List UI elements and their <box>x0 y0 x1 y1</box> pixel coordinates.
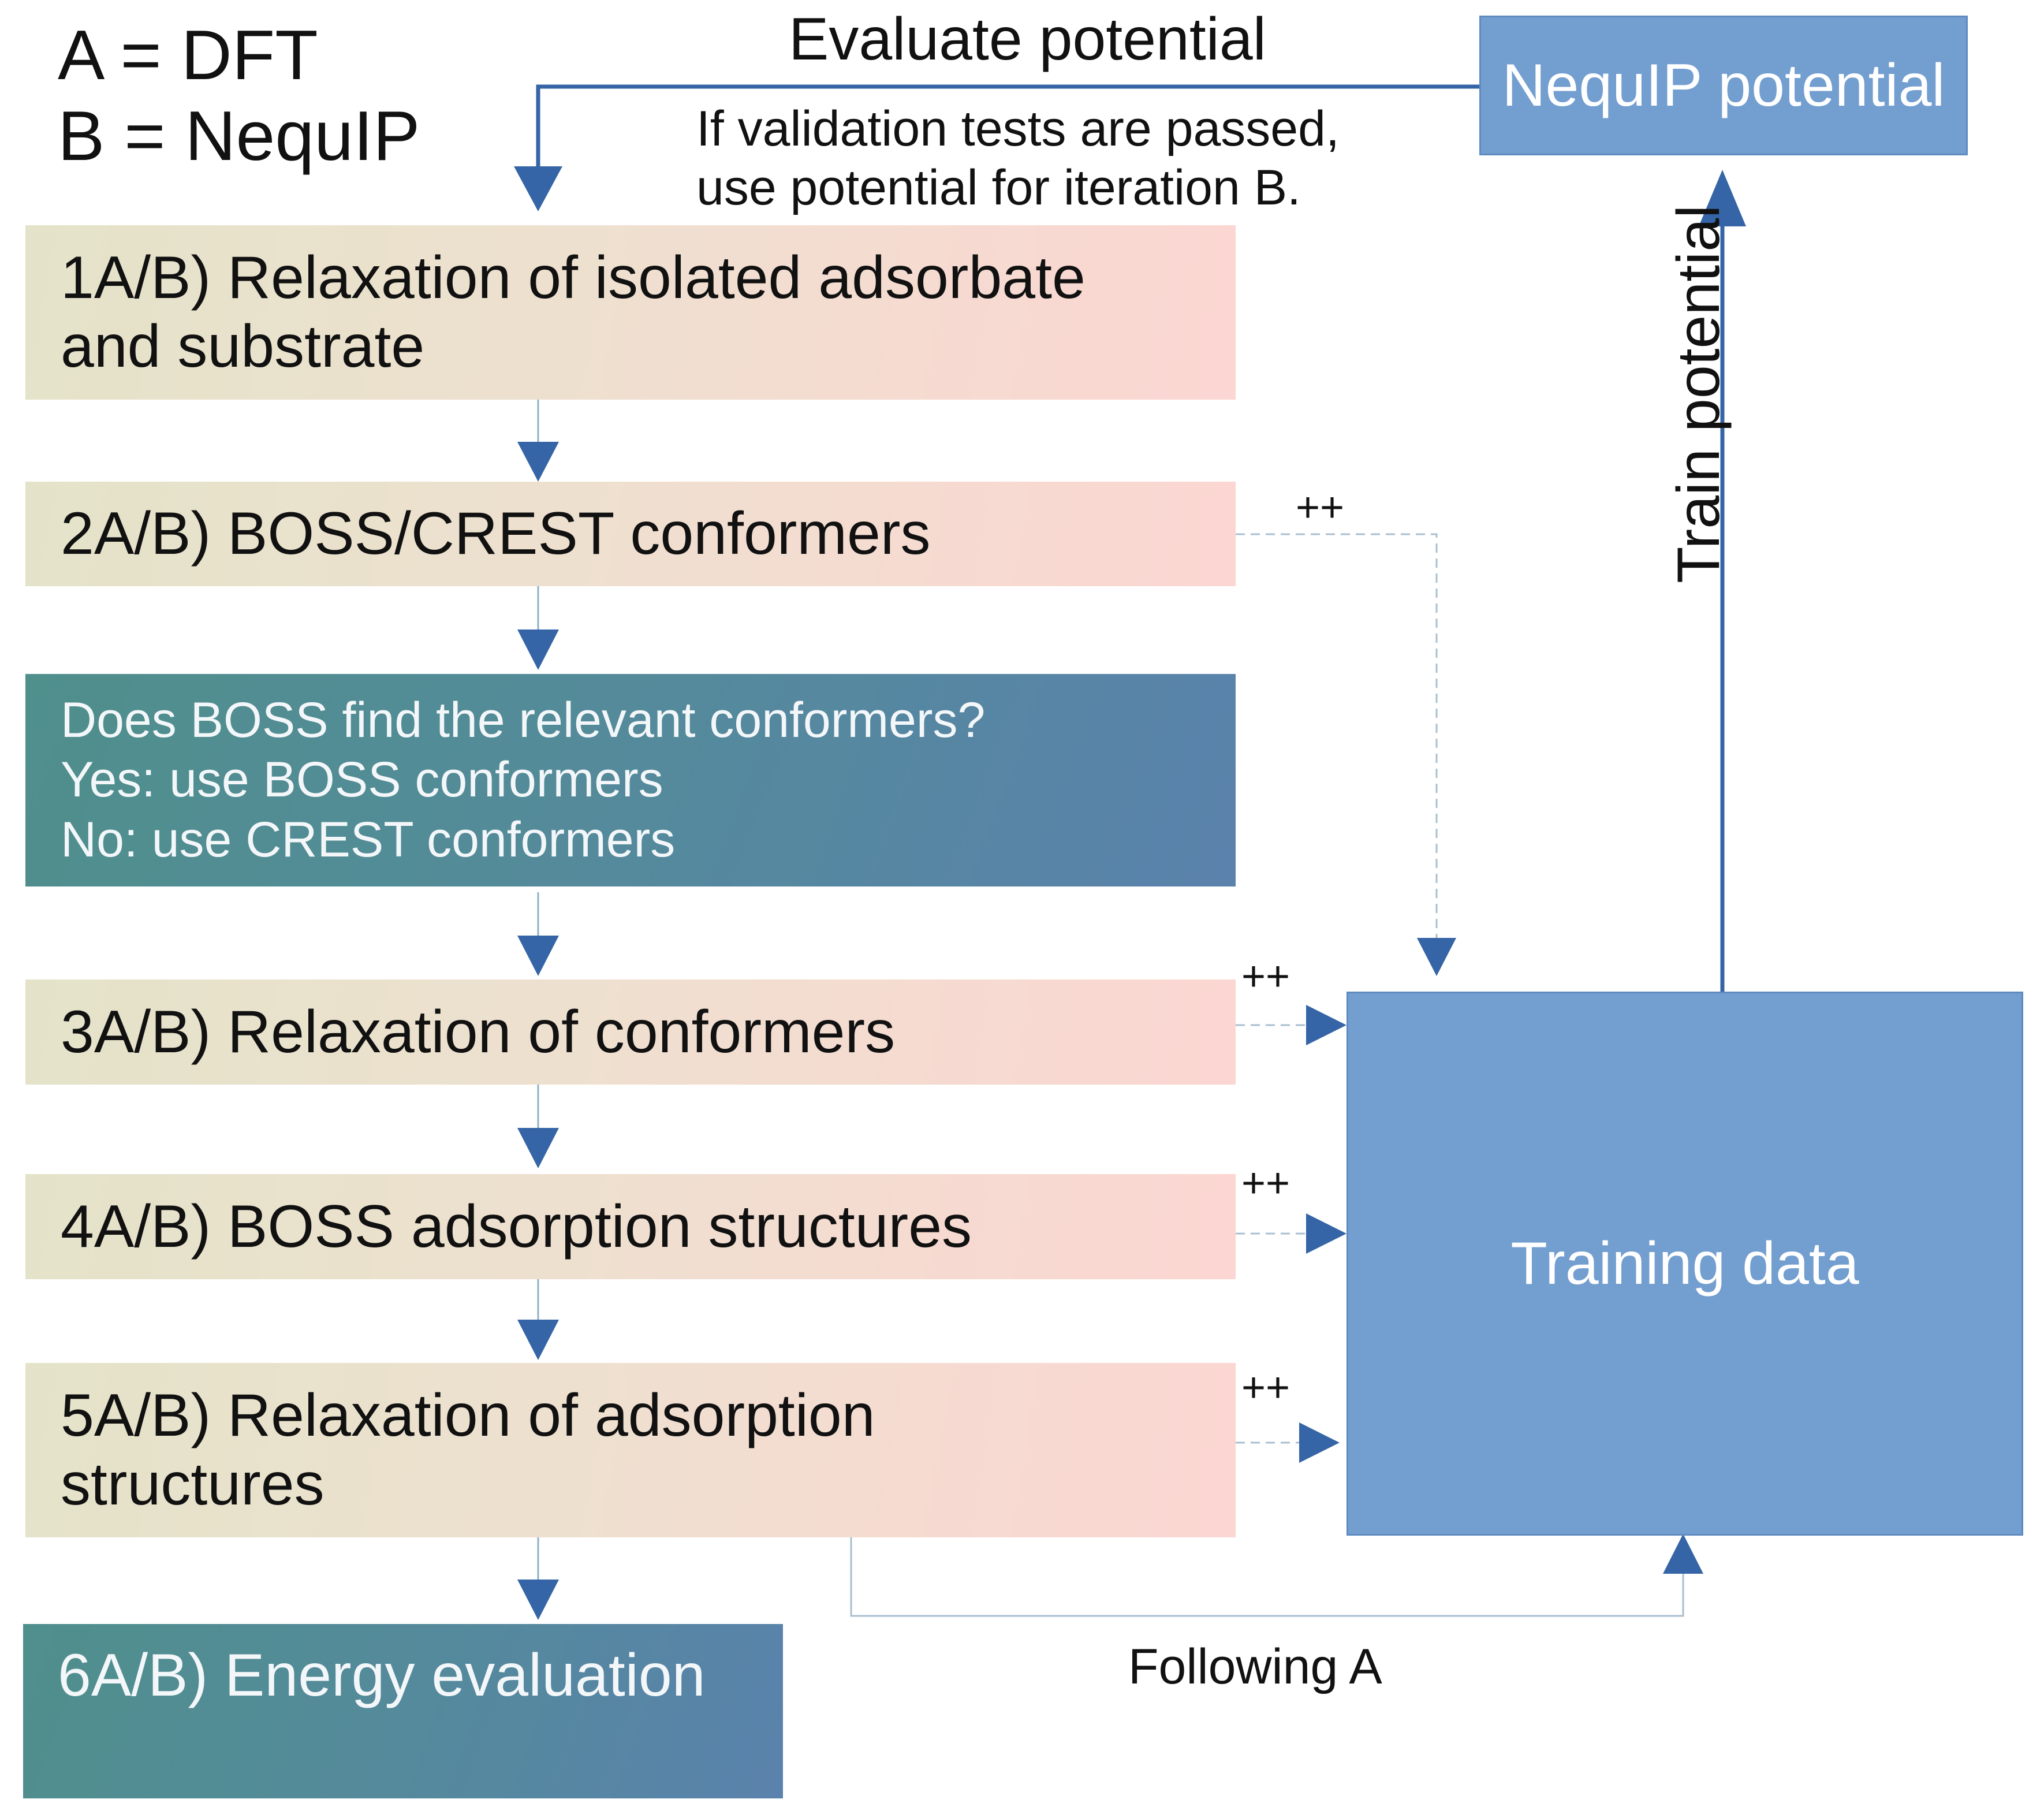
step4-to-training-arrowhead <box>1306 1213 1346 1254</box>
step4-node: 4A/B) BOSS adsorption structures <box>25 1174 1236 1279</box>
step5-label-line1: 5A/B) Relaxation of adsorption <box>61 1382 875 1450</box>
step5-to-training-arrowhead <box>1299 1422 1340 1463</box>
flow-3-4-arrowhead <box>517 1128 559 1168</box>
flow-1-2-arrowhead <box>517 442 559 482</box>
evaluate-potential-label: Evaluate potential <box>789 6 1266 73</box>
nequip-potential-label: NequIP potential <box>1502 51 1945 119</box>
decision-node: Does BOSS find the relevant conformers? … <box>25 674 1236 886</box>
step4-label: 4A/B) BOSS adsorption structures <box>61 1193 972 1260</box>
flow-2-3-arrowhead <box>517 630 559 670</box>
following-a-label: Following A <box>1128 1639 1382 1694</box>
decision-label-line1: Does BOSS find the relevant conformers? <box>61 692 986 748</box>
plus-label-step4: ++ <box>1241 1160 1290 1206</box>
legend-line-b: B = NequIP <box>58 96 420 175</box>
evaluate-potential-connector <box>536 84 1479 173</box>
decision-label-line2: Yes: use BOSS conformers <box>61 752 663 808</box>
legend-line-a: A = DFT <box>58 16 318 94</box>
step1-node: 1A/B) Relaxation of isolated adsorbate a… <box>25 225 1236 400</box>
validation-note-line1: If validation tests are passed, <box>696 101 1340 157</box>
plus-label-step5: ++ <box>1241 1365 1290 1411</box>
step1-label-line1: 1A/B) Relaxation of isolated adsorbate <box>61 244 1086 312</box>
step6-node: 6A/B) Energy evaluation <box>23 1624 783 1798</box>
flow-decision-3-arrowhead <box>517 936 559 976</box>
step3-label: 3A/B) Relaxation of conformers <box>61 998 896 1066</box>
flow-5-6-arrowhead <box>517 1580 559 1620</box>
decision-label-line3: No: use CREST conformers <box>61 811 676 867</box>
evaluate-potential-arrowhead <box>514 166 562 211</box>
step2-node: 2A/B) BOSS/CREST conformers <box>25 482 1236 586</box>
training-data-label: Training data <box>1510 1230 1859 1297</box>
following-a-connector <box>850 1537 1684 1617</box>
step1-label-line2: and substrate <box>61 313 425 380</box>
plus-label-step3: ++ <box>1241 953 1290 1000</box>
step2-label: 2A/B) BOSS/CREST conformers <box>61 500 931 568</box>
step6-label: 6A/B) Energy evaluation <box>58 1642 706 1709</box>
step2-to-training-arrowhead <box>1417 938 1456 976</box>
nequip-potential-node: NequIP potential <box>1479 16 1968 155</box>
flow-4-5-arrowhead <box>517 1320 559 1360</box>
plus-label-step2: ++ <box>1296 485 1345 531</box>
validation-note-line2: use potential for iteration B. <box>696 160 1301 215</box>
training-data-node: Training data <box>1346 992 2023 1536</box>
following-a-arrowhead <box>1663 1534 1703 1574</box>
train-potential-label: Train potential <box>1665 204 1732 583</box>
step5-label-line2: structures <box>61 1451 324 1518</box>
train-potential-arrowhead <box>1699 170 1746 226</box>
step3-node: 3A/B) Relaxation of conformers <box>25 979 1236 1085</box>
step5-node: 5A/B) Relaxation of adsorption structure… <box>25 1363 1236 1537</box>
step3-to-training-arrowhead <box>1306 1005 1346 1045</box>
step2-to-training-connector <box>1236 533 1438 940</box>
